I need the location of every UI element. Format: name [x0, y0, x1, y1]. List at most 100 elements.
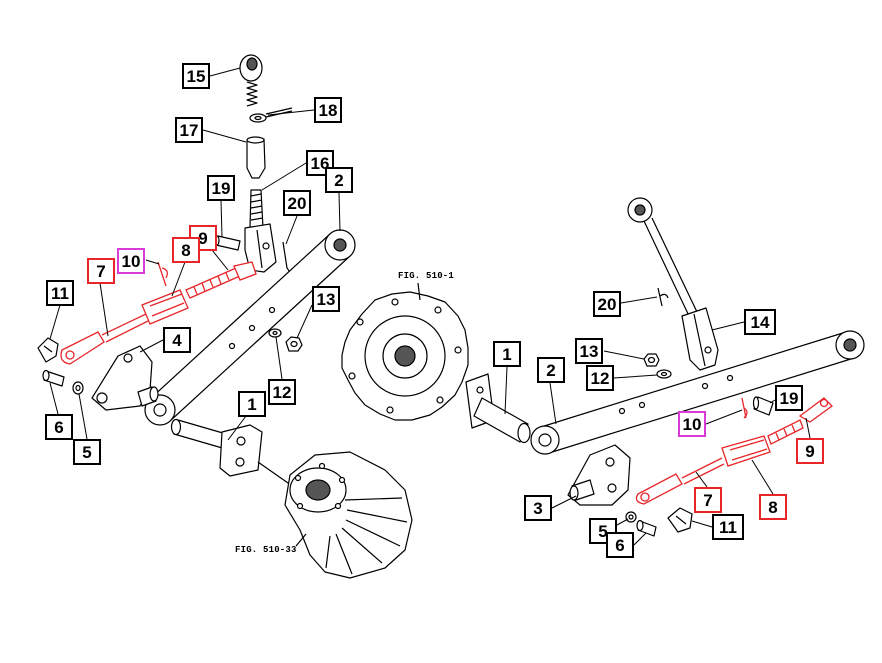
top-link-fork-hole — [704, 346, 712, 354]
lift-arm-hole — [228, 342, 236, 350]
bolt-6-head — [636, 519, 644, 532]
leader-line — [504, 366, 508, 415]
lift-arm-hole — [248, 324, 256, 332]
lower-rod-thread-lines — [250, 193, 264, 221]
lift-arm-rear-hole — [843, 338, 857, 352]
callout-right-2: 2 — [537, 357, 565, 383]
leader-line — [603, 350, 645, 360]
callout-left-13: 13 — [312, 286, 340, 312]
sleeve — [246, 138, 266, 179]
leader-line — [613, 374, 658, 379]
leader-line — [549, 382, 557, 425]
check-chain-body — [141, 289, 189, 325]
leader-line — [705, 409, 743, 425]
ball-joint-hole — [246, 57, 258, 71]
ball-joint-hole — [634, 204, 646, 216]
housing-bolt — [386, 406, 394, 414]
leader-line — [220, 199, 223, 238]
left-housing — [284, 451, 413, 579]
lift-arm-hole — [638, 401, 646, 409]
callout-left-18: 18 — [314, 97, 342, 123]
leader-line — [171, 261, 186, 297]
leader-line — [751, 459, 774, 495]
callout-right-7: 7 — [694, 487, 722, 513]
nut-13-hole — [647, 356, 656, 364]
shaft-end — [170, 418, 182, 436]
housing-bolt — [318, 462, 326, 470]
callout-left-11: 11 — [46, 280, 74, 306]
check-chain-thread-lines — [193, 272, 230, 295]
left-shaft-1 — [170, 418, 299, 491]
callout-right-11: 11 — [712, 514, 744, 540]
fig-leader — [417, 282, 421, 301]
callout-right-13: 13 — [575, 338, 603, 364]
top-link-fork-slot — [693, 313, 706, 367]
shaft-bracket-hole — [236, 436, 246, 446]
leader-line — [691, 520, 713, 528]
left-bracket-4 — [91, 345, 159, 411]
lift-arm-hole — [726, 374, 734, 382]
leader-line — [211, 249, 229, 271]
leader-line — [695, 471, 708, 488]
callout-left-5: 5 — [73, 439, 101, 465]
right-shaft-1 — [465, 373, 531, 444]
callout-left-19: 19 — [207, 175, 235, 201]
part-11-detail — [675, 515, 687, 525]
washer-12-hole — [272, 330, 278, 336]
check-chain-body — [721, 435, 771, 467]
callout-left-7: 7 — [87, 258, 115, 284]
right-check-chain — [635, 397, 833, 505]
bracket-hole — [605, 457, 615, 467]
check-chain-end-hole — [819, 398, 829, 408]
right-top-link-14 — [627, 197, 719, 371]
clip-20 — [657, 287, 669, 307]
washer-hole — [254, 115, 262, 121]
callout-left-2: 2 — [325, 167, 353, 193]
bracket-plate — [91, 345, 153, 411]
part-11 — [667, 507, 693, 533]
part-11 — [37, 337, 59, 363]
leader-line — [202, 129, 247, 143]
check-chain-clevis — [60, 331, 105, 365]
housing-bore — [394, 345, 416, 367]
leader-line — [633, 532, 647, 546]
leader-line — [49, 304, 61, 340]
leader-line — [711, 321, 745, 331]
housing-bolt — [434, 306, 442, 314]
washer-5-hole — [628, 514, 634, 520]
leader-line — [209, 67, 241, 77]
housing-bolt — [334, 502, 342, 510]
bracket-hole — [607, 483, 617, 493]
nut-13-hole — [290, 340, 298, 348]
leader-line — [99, 282, 109, 337]
right-small-parts-upper — [643, 287, 774, 416]
left-small-parts-lower — [37, 337, 84, 395]
check-chain-end — [233, 261, 257, 281]
lift-arm-hole — [618, 407, 626, 415]
leader-line — [338, 192, 341, 232]
leader-line — [78, 393, 88, 440]
shaft-bracket-hole — [235, 457, 245, 467]
check-chain-thread-lines — [775, 424, 796, 441]
check-chain-rod — [101, 313, 149, 343]
callout-right-9: 9 — [796, 438, 824, 464]
callout-right-1: 1 — [493, 341, 521, 367]
callout-right-12: 12 — [586, 365, 614, 391]
housing-bolt — [338, 476, 346, 484]
right-lift-arm — [530, 330, 865, 455]
fig-leader — [295, 533, 307, 547]
callout-left-1: 1 — [238, 391, 266, 417]
callout-left-10: 10 — [117, 248, 145, 274]
leader-line — [267, 109, 315, 116]
callout-right-20: 20 — [593, 291, 621, 317]
check-chain-rod — [681, 457, 725, 485]
lower-fork — [244, 223, 277, 273]
housing-bolt — [391, 298, 399, 306]
shaft-bracket-hole — [476, 386, 484, 394]
leader-line — [296, 304, 313, 339]
clip-10 — [741, 397, 748, 419]
lower-fork-hole — [262, 242, 270, 250]
housing-bolt — [294, 474, 302, 482]
check-chain-body-lines — [149, 293, 185, 317]
